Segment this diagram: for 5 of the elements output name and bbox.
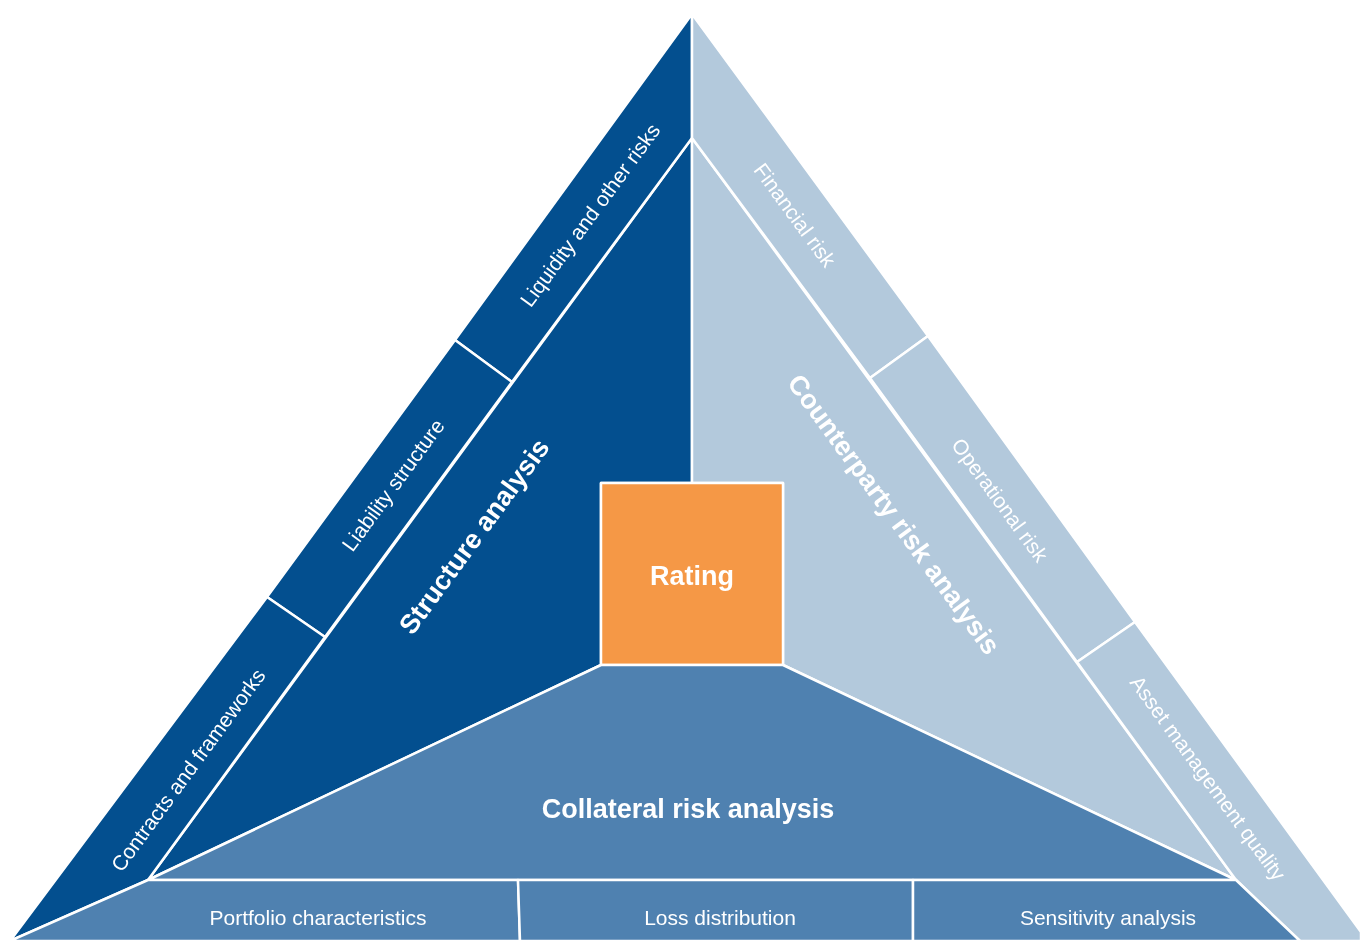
rating-label: Rating bbox=[650, 562, 734, 592]
region-title: Collateral risk analysis bbox=[541, 795, 835, 825]
segment-label: Portfolio characteristics bbox=[209, 906, 427, 930]
segment-label: Loss distribution bbox=[644, 906, 796, 930]
segment-label: Sensitivity analysis bbox=[1019, 906, 1197, 930]
